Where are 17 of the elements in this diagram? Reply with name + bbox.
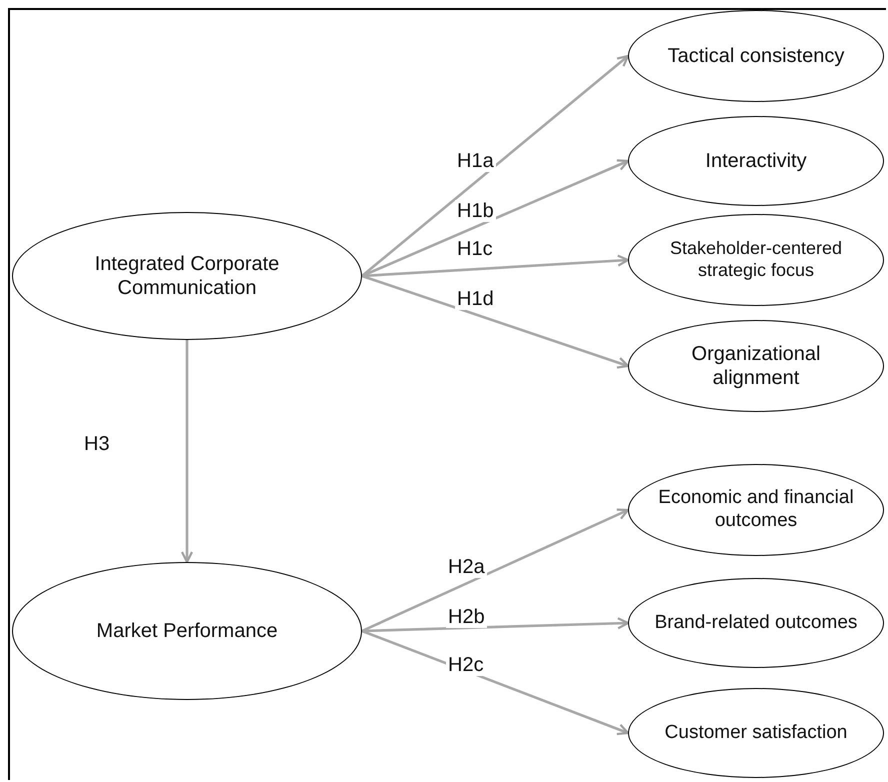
node-label: Customer satisfaction: [664, 722, 848, 744]
node-label: Market Performance: [96, 619, 278, 643]
node-label: Economic and financial outcomes: [657, 487, 855, 533]
node-label: Brand-related outcomes: [654, 612, 858, 634]
edge-label: H2c: [446, 654, 486, 676]
arrow: [361, 508, 630, 632]
arrow: [362, 274, 630, 369]
edge-label: H1b: [455, 200, 496, 222]
arrow: [361, 54, 630, 277]
node-label: Tactical consistency: [668, 44, 844, 68]
edge-label: H2b: [446, 606, 487, 628]
node-label: Interactivity: [705, 149, 807, 173]
node-label: Stakeholder-centered strategic focus: [668, 238, 844, 282]
node-label: Organizational alignment: [690, 342, 822, 390]
arrow: [362, 630, 630, 736]
arrow: [180, 340, 194, 564]
node-label: Integrated Corporate Communication: [94, 252, 280, 300]
